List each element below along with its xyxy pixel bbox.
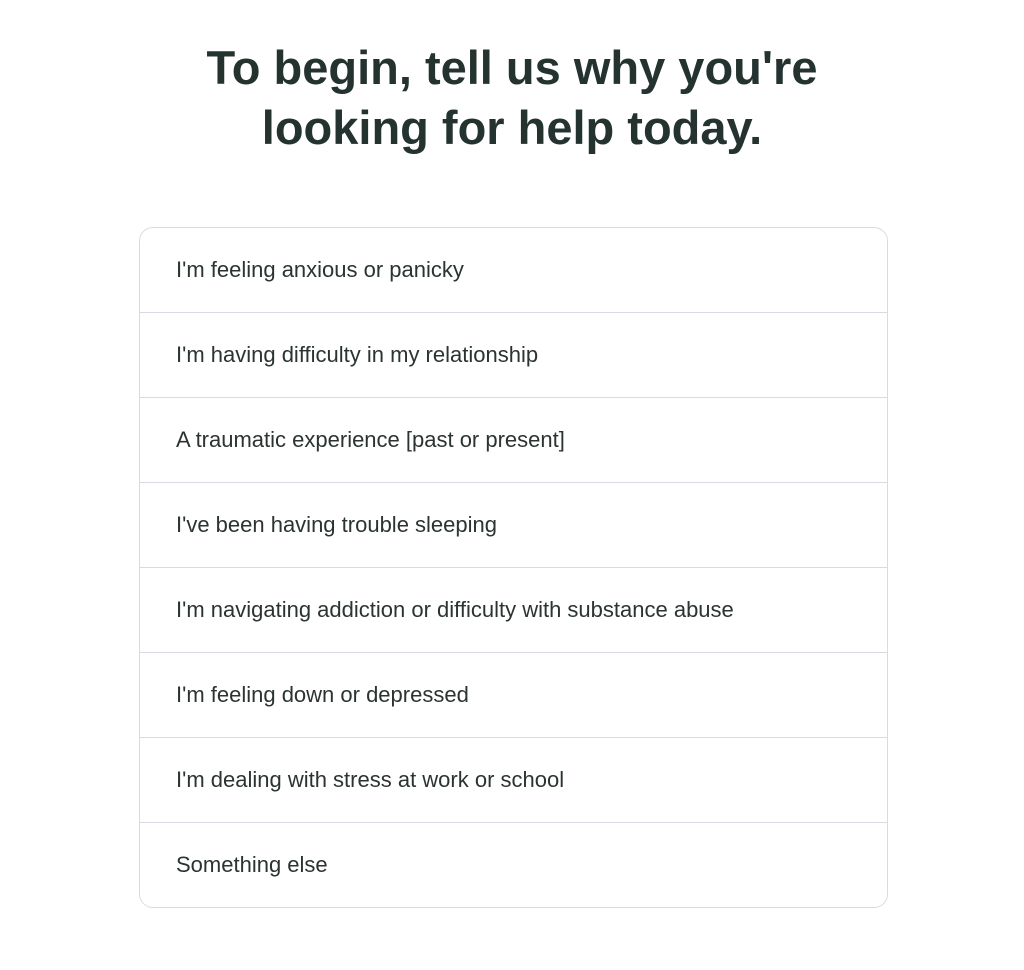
option-anxious[interactable]: I'm feeling anxious or panicky (176, 257, 464, 282)
page-title: To begin, tell us why you're looking for… (0, 38, 1024, 158)
option-addiction[interactable]: I'm navigating addiction or difficulty w… (140, 567, 887, 652)
option-trouble-sleeping[interactable]: I've been having trouble sleeping (140, 482, 887, 567)
option-relationship[interactable]: I'm having difficulty in my relationship (140, 312, 887, 397)
option-traumatic-experience[interactable]: A traumatic experience [past or present] (140, 397, 887, 482)
title-line-1: To begin, tell us why you're (206, 41, 818, 94)
option-something-else[interactable]: Something else (140, 822, 887, 907)
reason-options-list: I'm feeling anxious or panicky I'm havin… (139, 227, 888, 908)
title-line-2: looking for help today. (261, 101, 763, 154)
option-depressed[interactable]: I'm feeling down or depressed (140, 652, 887, 737)
option-stress[interactable]: I'm dealing with stress at work or schoo… (140, 737, 887, 822)
